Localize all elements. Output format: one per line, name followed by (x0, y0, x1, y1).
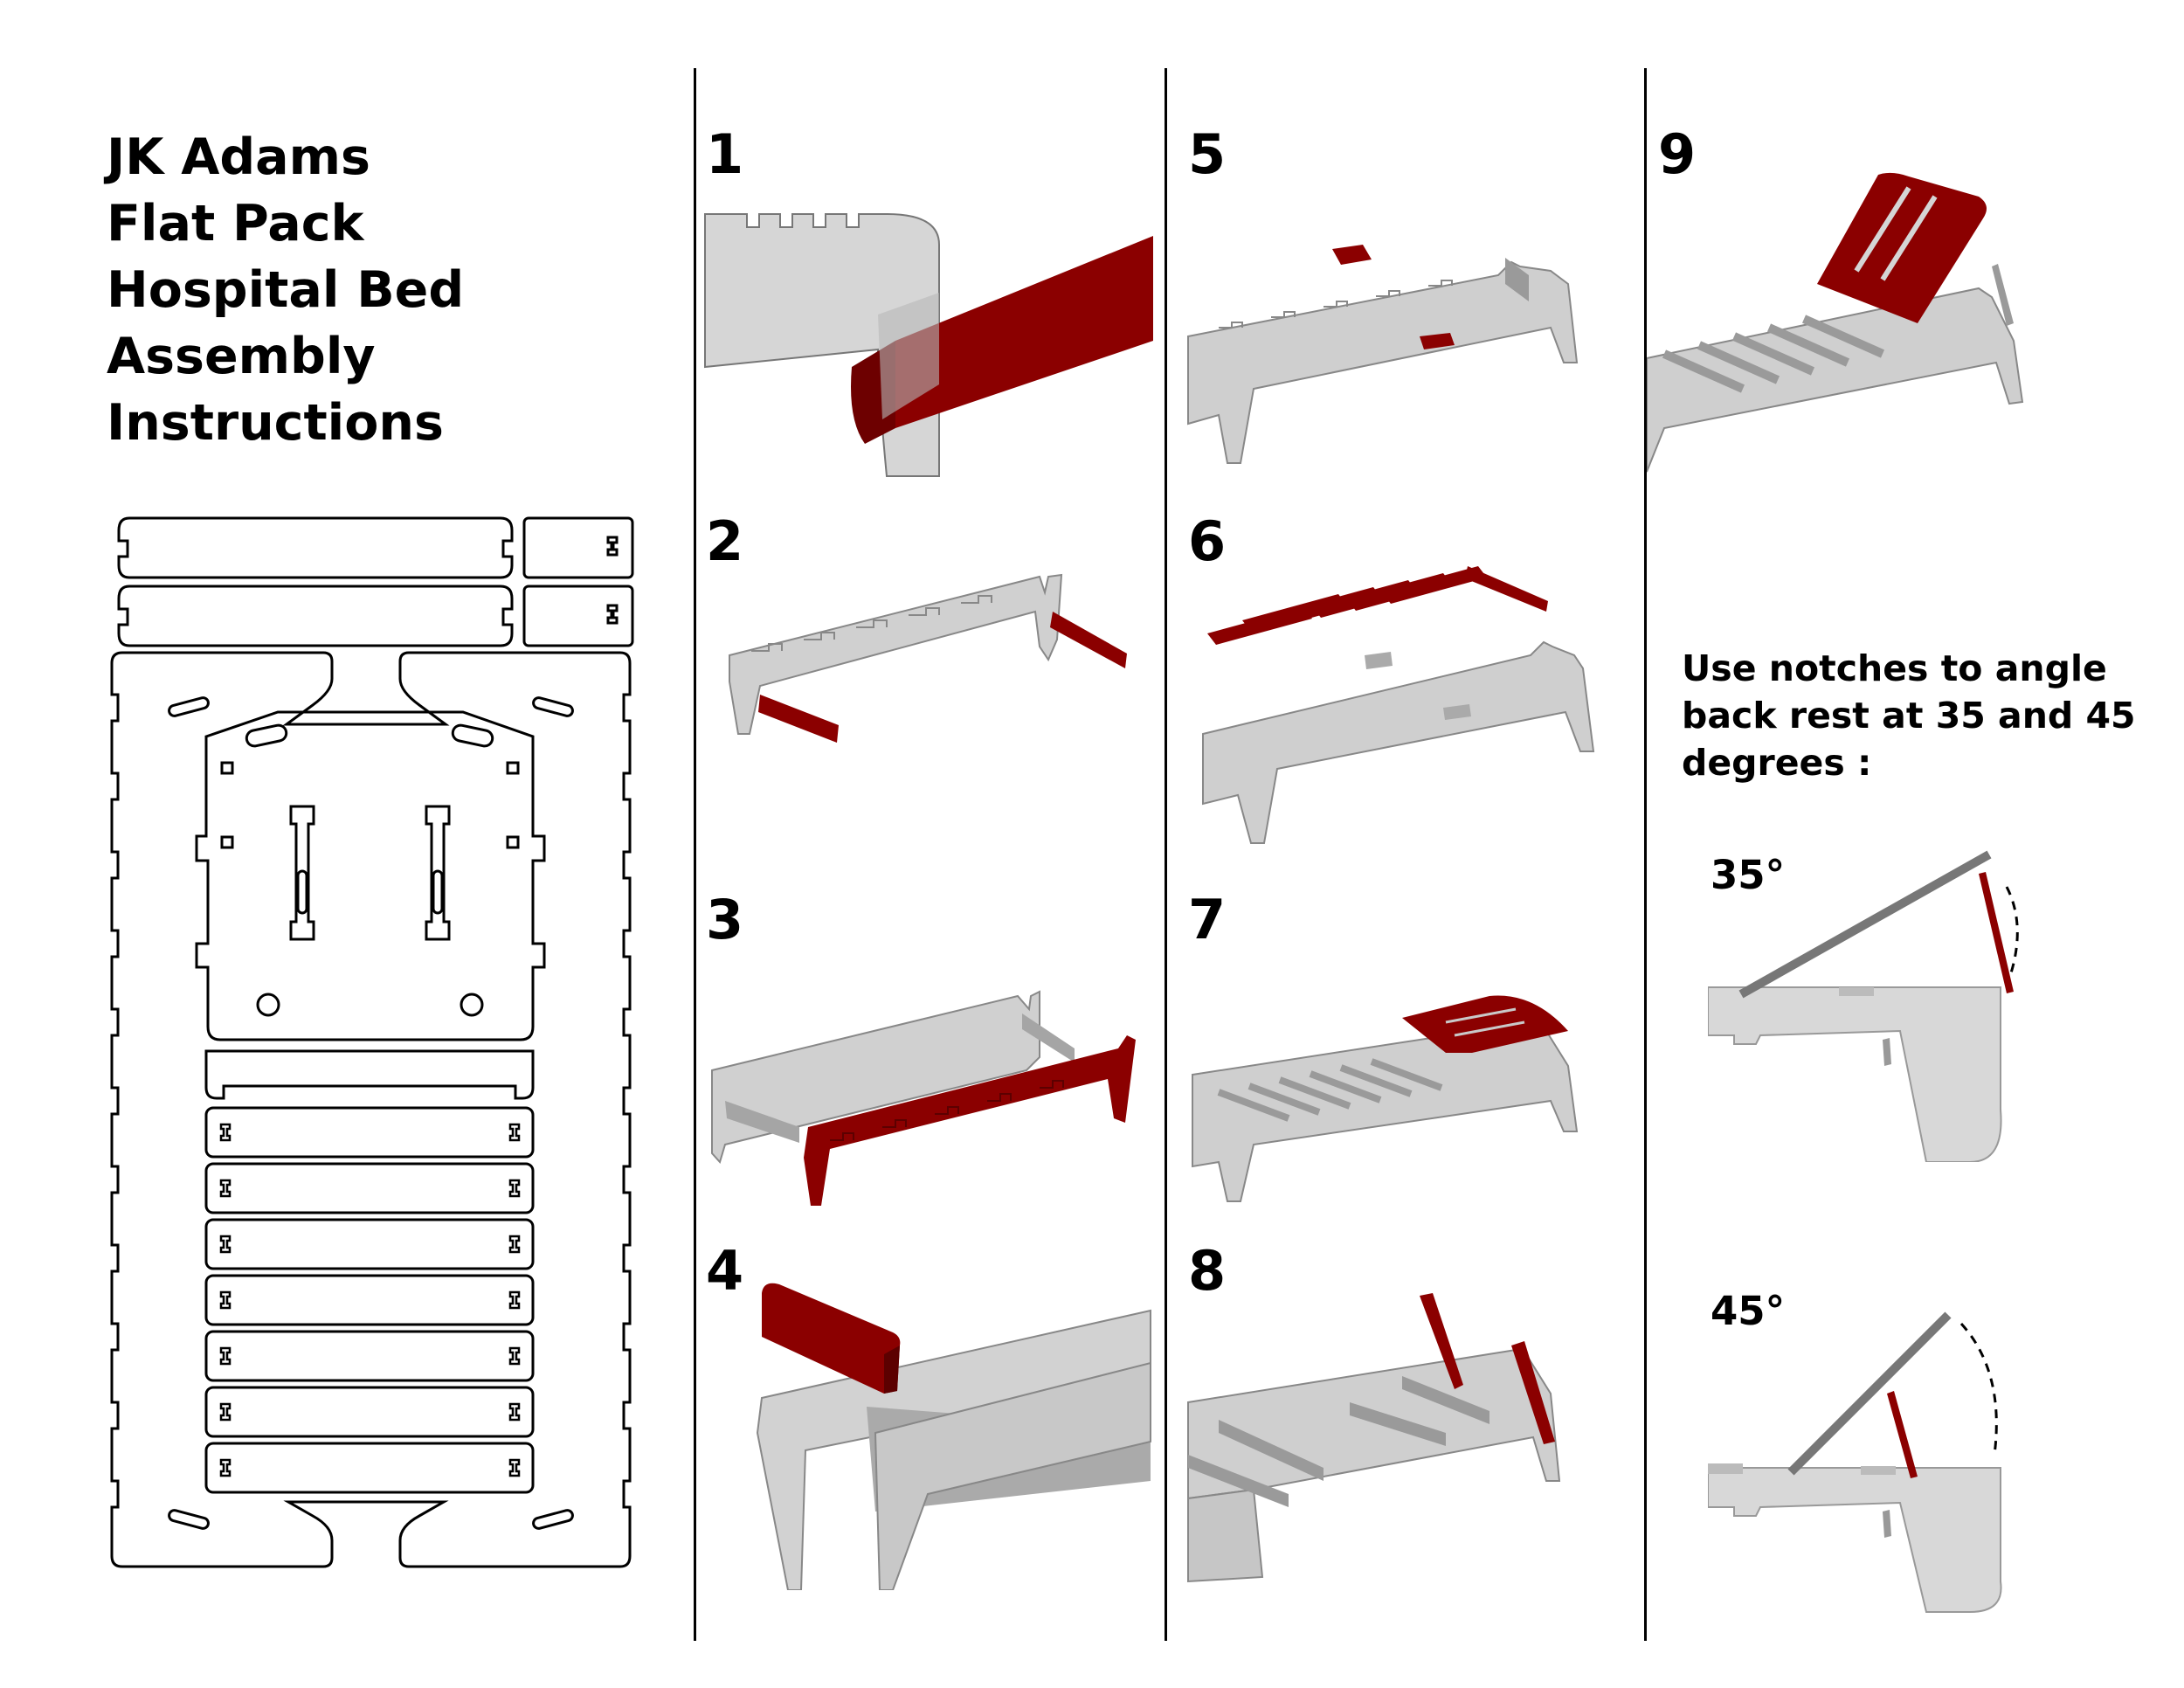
angle-45-illustration (1708, 1311, 2002, 1613)
step-number-8: 8 (1188, 1239, 1227, 1303)
angle-note: Use notches to angle back rest at 35 and… (1682, 647, 2136, 784)
title-line-5: Instructions (107, 394, 444, 452)
flat-pack-layout (110, 516, 634, 1568)
angle-label-35: 35° (1711, 852, 1786, 898)
step-number-5: 5 (1188, 122, 1227, 186)
step-3-illustration (711, 990, 1136, 1206)
step-number-6: 6 (1188, 509, 1227, 573)
column-divider-2 (1165, 68, 1167, 1641)
angle-35-illustration (1708, 850, 2019, 1162)
column-divider-3 (1644, 68, 1647, 1641)
step-9-illustration (1647, 172, 2024, 473)
step-number-4: 4 (706, 1239, 744, 1303)
title-line-4: Assembly (107, 328, 376, 385)
step-number-9: 9 (1658, 122, 1697, 186)
column-divider-1 (694, 68, 696, 1641)
angle-label-45: 45° (1711, 1288, 1786, 1334)
step-number-2: 2 (706, 509, 744, 573)
step-number-7: 7 (1188, 888, 1227, 951)
title-line-3: Hospital Bed (107, 261, 465, 319)
step-5-illustration (1187, 245, 1579, 464)
step-number-1: 1 (706, 122, 744, 186)
step-7-illustration (1192, 995, 1579, 1202)
step-6-illustration (1202, 566, 1595, 844)
step-1-illustration (704, 213, 1153, 477)
step-number-3: 3 (706, 888, 744, 951)
title-line-2: Flat Pack (107, 195, 364, 253)
title-line-1: JK Adams (107, 128, 370, 186)
step-4-illustration (756, 1283, 1151, 1590)
step-2-illustration (729, 573, 1127, 743)
step-8-illustration (1187, 1293, 1561, 1583)
